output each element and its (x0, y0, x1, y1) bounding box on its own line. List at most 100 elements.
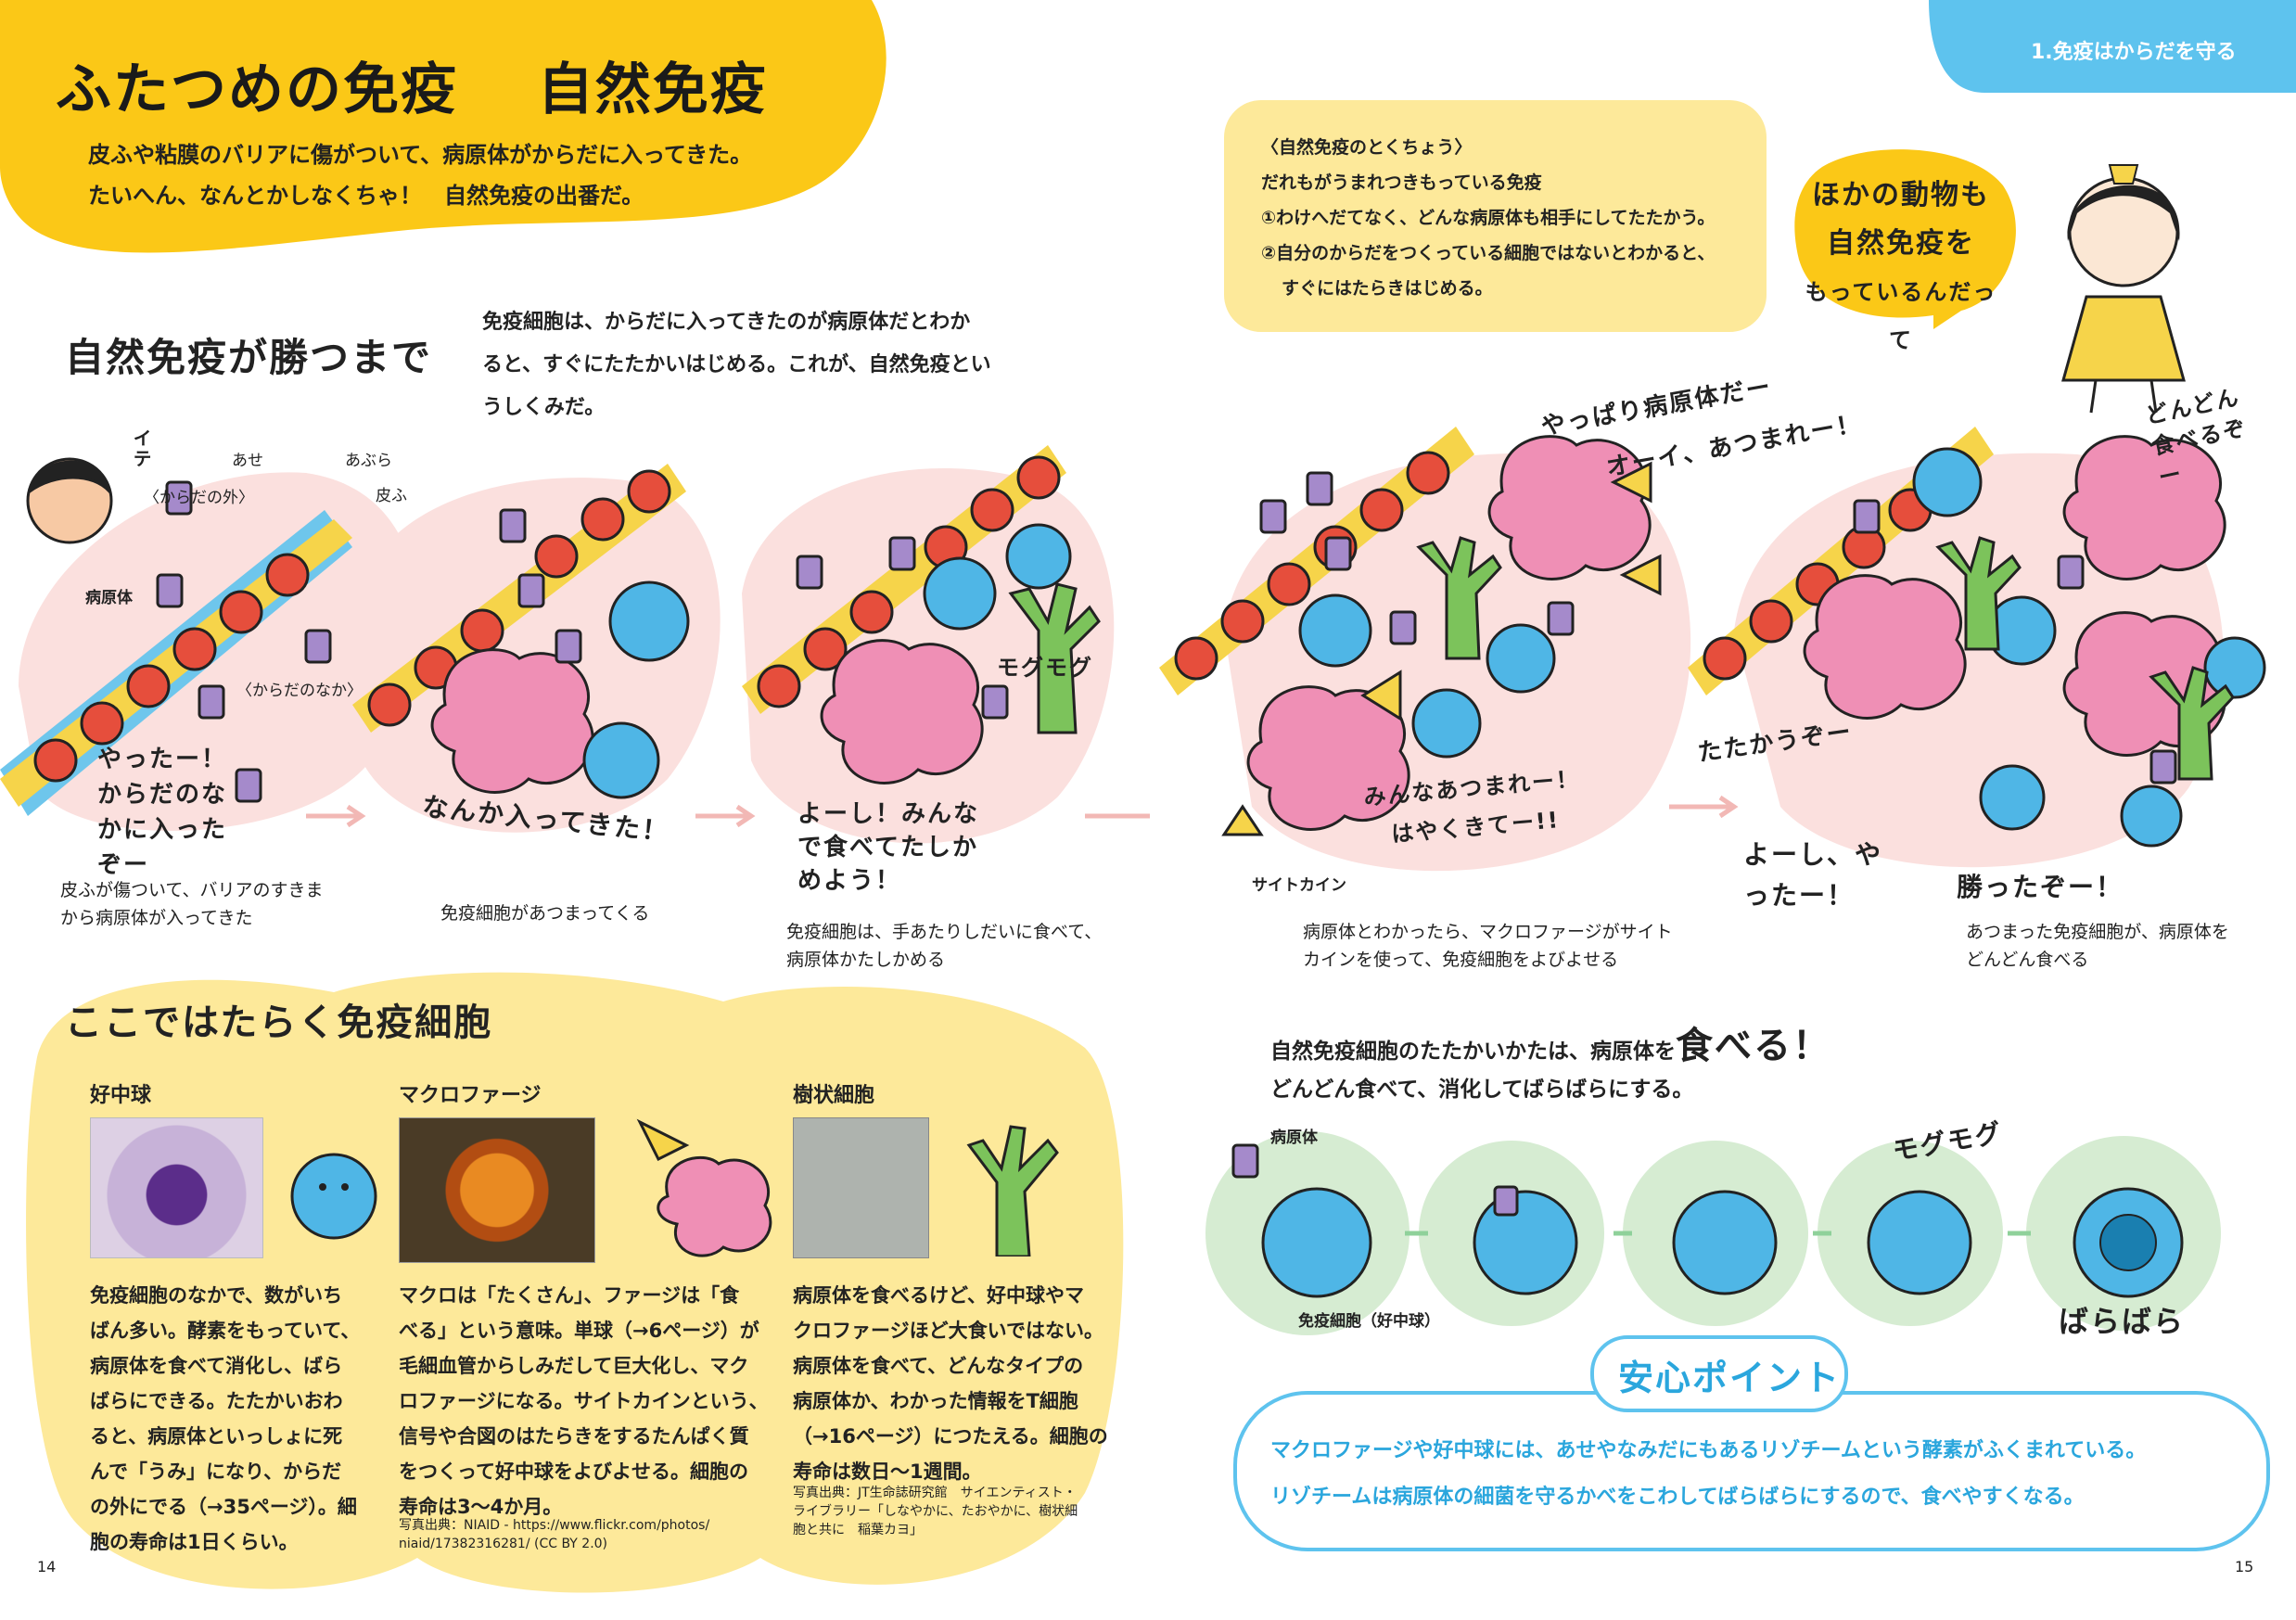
intro-line-2: たいへん、なんとかしなくちゃ！ 自然免疫の出番だ。 (88, 183, 644, 209)
page-number-left: 14 (37, 1558, 57, 1575)
section1-text-line-2: ると、すぐにたたかいはじめる。これが、自然免疫とい (482, 353, 991, 376)
features-line-1: だれもがうまれつきもっている免疫 (1261, 172, 1542, 193)
label-abura: あぶら (345, 452, 392, 470)
dendritic-line-6: 寿命は数日～1週間。 (793, 1461, 982, 1483)
stage1-caption-line-2: から病原体が入ってきた (60, 908, 253, 928)
eat-heading: 自然免疫細胞のたたかいかたは、病原体を食べる！ (1270, 1015, 1831, 1069)
dendritic-cell (1008, 582, 1101, 734)
eat-sub: どんどん食べて、消化してばらばらにする。 (1270, 1078, 1694, 1102)
macrophage-line-4: ロファージになる。サイトカインという、 (399, 1390, 769, 1412)
anshin-box (1233, 1391, 2270, 1551)
cell-name-dendritic: 樹状細胞 (793, 1084, 875, 1107)
title-part1: ふたつめの免疫 (56, 57, 458, 122)
eat-heading-em: 食べる！ (1676, 1025, 1831, 1067)
girl-character (2061, 164, 2186, 414)
section1-text-line-3: うしくみだ。 (482, 396, 606, 419)
dendritic-credit-line-1: 写真出典：JT生命誌研究館 サイエンティスト・ (793, 1486, 1077, 1500)
title-part2: 自然免疫 (537, 57, 768, 122)
dendritic-credit-line-3: 胞と共に 稲葉カヨ」 (793, 1523, 923, 1537)
girl-speech-line-2: 自然免疫を (1827, 227, 1975, 260)
features-text: 〈自然免疫のとくちょう〉 だれもがうまれつきもっている免疫 ①わけへだてなく、ど… (1261, 130, 1715, 306)
eating-sequence (1205, 1131, 2221, 1335)
stage1-speech: やったー！からだのなかに入ったぞー (97, 746, 228, 879)
features-title: 〈自然免疫のとくちょう〉 (1261, 137, 1473, 158)
eat-heading-pre: 自然免疫細胞のたたかいかたは、病原体を (1270, 1040, 1676, 1064)
stage4-caption-line-1: 病原体とわかったら、マクロファージがサイト (1303, 922, 1673, 942)
section1-text: 免疫細胞は、からだに入ってきたのが病原体だとわか ると、すぐにたたかいはじめる。… (482, 301, 991, 429)
dendritic-line-4: 病原体か、わかった情報をT細胞 (793, 1390, 1078, 1412)
macrophage-line-1: マクロは「たくさん」、ファージは「食 (399, 1284, 740, 1307)
girl-speech-line-1: ほかの動物も (1812, 179, 1990, 211)
section1-heading: 自然免疫が勝つまで (65, 335, 433, 380)
label-ase: あせ (232, 452, 263, 470)
macrophage-credit-line-2: niaid/17382316281/ (CC BY 2.0) (399, 1537, 608, 1551)
girl-speech-bubble (1794, 149, 2016, 329)
section2-heading: ここではたらく免疫細胞 (65, 1001, 493, 1044)
macrophage-credit: 写真出典：NIAID - https://www.flickr.com/phot… (399, 1516, 709, 1553)
neutrophil-icon (290, 1153, 377, 1240)
anshin-title-bg (1590, 1335, 1848, 1412)
girl-speech-line-3: もっているんだって (1805, 279, 1997, 353)
stage5-speech4: 勝ったぞー！ (1957, 872, 2124, 902)
stages-right-illustration (1159, 427, 2266, 872)
boy-character (26, 457, 113, 544)
macrophage-icon (636, 1118, 772, 1257)
dendritic-photo (793, 1117, 929, 1258)
skin-layer-1 (0, 510, 352, 816)
label-itte: イテ (130, 428, 152, 469)
stage5-caption-line-1: あつまった免疫細胞が、病原体を (1966, 922, 2229, 942)
section1-text-line-1: 免疫細胞は、からだに入ってきたのが病原体だとわか (482, 311, 971, 334)
label-inside: 〈からだのなか〉 (236, 682, 363, 700)
dendritic-line-3: 病原体を食べて、どんなタイプの (793, 1355, 1084, 1377)
macrophage-line-5: 信号や合図のはたらきをするたんぱく質 (399, 1425, 749, 1448)
cell-desc-dendritic: 病原体を食べるけど、好中球やマ クロファージほど大食いではない。 病原体を食べて… (793, 1278, 1108, 1489)
macrophage-line-2: べる」という意味。単球（→6ページ）が (399, 1320, 759, 1342)
sequence-end: ばらばら (2059, 1304, 2186, 1339)
stage3-caption-line-2: 病原体かたしかめる (786, 950, 946, 970)
dendritic-credit-line-2: ライブラリー「しなやかに、たおやかに、樹状細 (793, 1504, 1078, 1519)
cell-desc-neutrophil: 免疫細胞のなかで、数がいち ばん多い。酵素をもっていて、 病原体を食べて消化し、… (90, 1278, 360, 1560)
neutrophil-line-1: 免疫細胞のなかで、数がいち (90, 1284, 343, 1307)
label-outside: 〈からだの外〉 (144, 489, 254, 507)
label-cytokine: サイトカイン (1252, 876, 1346, 895)
page-number-right: 15 (2235, 1558, 2254, 1575)
features-line-3: ②自分のからだをつくっている細胞ではないとわかると、 (1261, 243, 1716, 263)
macrophage-cell (430, 648, 594, 794)
stages-left-illustration (0, 445, 1150, 844)
label-hifu: 皮ふ (376, 487, 407, 505)
sequence-label-cell: 免疫細胞（好中球） (1298, 1312, 1440, 1331)
stage2-caption: 免疫細胞があつまってくる (440, 903, 650, 924)
features-box (1224, 100, 1767, 332)
pathogens-right (1259, 471, 2177, 784)
neutrophil-line-4: ばらにできる。たたかいおわ (90, 1390, 343, 1412)
stage4-caption: 病原体とわかったら、マクロファージがサイト カインを使って、免疫細胞をよびよせる (1303, 918, 1673, 974)
cell-name-macrophage: マクロファージ (399, 1084, 542, 1107)
neutrophil-cells-right (1298, 447, 2266, 848)
features-line-2: ①わけへだてなく、どんな病原体も相手にしてたたかう。 (1261, 208, 1716, 228)
macrophage-credit-line-1: 写真出典：NIAID - https://www.flickr.com/phot… (399, 1518, 710, 1533)
girl-speech: ほかの動物も 自然免疫を もっているんだって (1799, 172, 2003, 364)
features-line-4: すぐにはたらきはじめる。 (1282, 278, 1493, 299)
chapter-tab-bg (1929, 0, 2296, 93)
title-banner (0, 0, 887, 253)
anshin-title: 安心ポイント (1618, 1358, 1842, 1398)
chapter-tab: 1.免疫はからだを守る (2031, 41, 2237, 64)
stage3-caption-line-1: 免疫細胞は、手あたりしだいに食べて、 (786, 922, 1103, 942)
cell-desc-macrophage: マクロは「たくさん」、ファージは「食 べる」という意味。単球（→6ページ）が 毛… (399, 1278, 769, 1524)
dendritic-line-2: クロファージほど大食いではない。 (793, 1320, 1103, 1342)
stage3-speech: よーし！みんなで食べてたしかめよう！ (797, 800, 980, 895)
stage5-caption-line-2: どんどん食べる (1966, 950, 2089, 970)
cell-name-neutrophil: 好中球 (90, 1084, 152, 1107)
stage1-caption: 皮ふが傷ついて、バリアのすきま から病原体が入ってきた (60, 876, 323, 932)
neutrophil-line-7: の外にでる（→35ページ）。細 (90, 1496, 357, 1518)
megaphones (1221, 461, 1662, 836)
dendritic-line-1: 病原体を食べるけど、好中球やマ (793, 1284, 1084, 1307)
macrophage-line-7: 寿命は3～4か月。 (399, 1496, 563, 1518)
neutrophil-cells (582, 523, 1072, 799)
macrophage-photo (399, 1117, 595, 1263)
sequence-label-pathogen: 病原体 (1270, 1129, 1318, 1147)
macrophage-line-6: をつくって好中球をよびよせる。細胞の (399, 1461, 748, 1483)
stage1-caption-line-1: 皮ふが傷ついて、バリアのすきま (60, 880, 324, 900)
dendritic-cells-right (1416, 536, 2235, 781)
page-title: ふたつめの免疫 自然免疫 (56, 45, 768, 125)
